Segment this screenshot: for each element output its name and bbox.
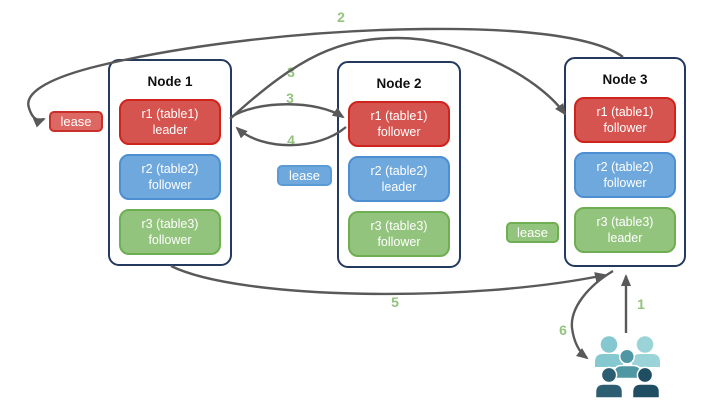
users-icon: [594, 336, 661, 399]
node-3-replica-r2: r2 (table2) follower: [574, 152, 676, 198]
node-2-replica-r2: r2 (table2) leader: [348, 156, 450, 202]
node-1: Node 1 r1 (table1) leader r2 (table2) fo…: [108, 59, 232, 266]
replica-role: leader: [381, 180, 417, 194]
replica-name: r2 (table2): [370, 164, 428, 178]
replica-name: r1 (table1): [370, 109, 428, 123]
node-3-replica-r1: r1 (table1) follower: [574, 97, 676, 143]
replica-name: r2 (table2): [596, 160, 654, 174]
node-3-replica-r3: r3 (table3) leader: [574, 207, 676, 253]
replica-name: r3 (table3): [596, 215, 654, 229]
lease-tag-r3: lease: [506, 222, 559, 243]
node-1-replica-r1: r1 (table1) leader: [119, 99, 221, 145]
node-2-title: Node 2: [376, 76, 422, 91]
node-1-replica-r3: r3 (table3) follower: [119, 209, 221, 255]
replica-role: follower: [377, 125, 421, 139]
replica-role: follower: [377, 235, 421, 249]
step-label-1: 1: [637, 296, 645, 312]
node-2-replica-r3: r3 (table3) follower: [348, 211, 450, 257]
lease-label: lease: [516, 225, 549, 240]
step-label-3b: 3: [286, 90, 294, 106]
replica-name: r1 (table1): [596, 105, 654, 119]
lease-label: lease: [288, 168, 321, 183]
node-2: Node 2 r1 (table1) follower r2 (table2) …: [337, 61, 461, 268]
step-label-3a: 3: [287, 64, 295, 80]
node-2-replica-r1: r1 (table1) follower: [348, 101, 450, 147]
replica-name: r3 (table3): [141, 217, 199, 231]
lease-label: lease: [60, 114, 92, 129]
step-label-6: 6: [559, 322, 567, 338]
arrow-step-6-node3-to-client: [570, 269, 614, 360]
arrow-step-5-node1-to-node3: [170, 264, 607, 296]
step-label-2: 2: [337, 9, 345, 25]
replica-role: follower: [603, 176, 647, 190]
replica-role: follower: [148, 178, 192, 192]
lease-tag-r1: lease: [49, 111, 103, 132]
replica-name: r3 (table3): [370, 219, 428, 233]
step-label-5: 5: [391, 294, 399, 310]
node-1-replica-r2: r2 (table2) follower: [119, 154, 221, 200]
replica-role: leader: [152, 123, 188, 137]
node-3-title: Node 3: [602, 72, 648, 87]
replica-role: leader: [607, 231, 643, 245]
arrow-step-3-node1-to-node2: [230, 103, 345, 119]
replica-name: r1 (table1): [141, 107, 199, 121]
replica-name: r2 (table2): [141, 162, 199, 176]
node-3: Node 3 r1 (table1) follower r2 (table2) …: [564, 57, 686, 267]
replica-role: follower: [603, 121, 647, 135]
node-1-title: Node 1: [147, 74, 193, 89]
replica-role: follower: [148, 233, 192, 247]
step-label-4: 4: [287, 132, 295, 148]
lease-tag-r2: lease: [277, 165, 332, 186]
